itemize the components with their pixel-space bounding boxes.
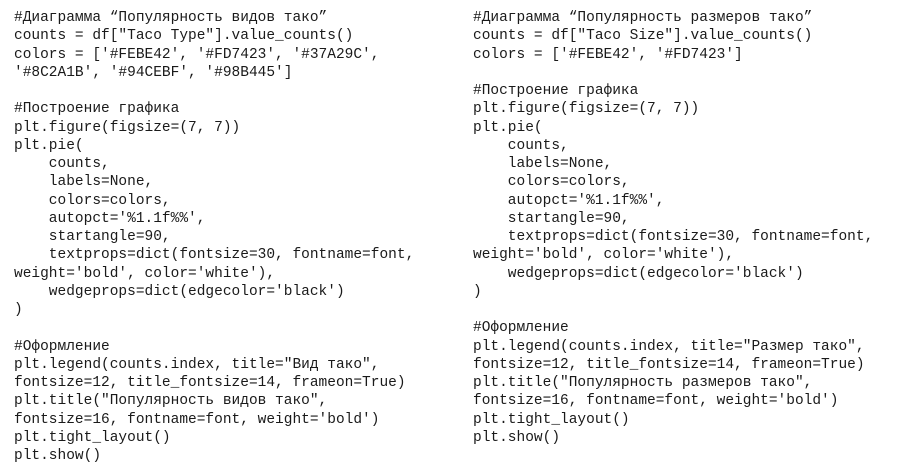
code-line: startangle=90, — [473, 210, 630, 227]
code-line: plt.pie( — [473, 119, 543, 136]
code-line: '#8C2A1B', '#94CEBF', '#98B445'] — [14, 64, 293, 81]
code-line: plt.legend(counts.index, title="Размер т… — [473, 338, 865, 355]
code-line: ) — [14, 302, 23, 318]
code-line: counts = df["Taco Size"].value_counts() — [473, 28, 813, 45]
code-line: startangle=90, — [14, 229, 171, 245]
code-line: plt.figure(figsize=(7, 7)) — [473, 101, 700, 118]
code-line: textprops=dict(fontsize=30, fontname=fon… — [473, 229, 874, 245]
code-line — [14, 319, 414, 337]
code-line: #Построение графика — [473, 83, 639, 99]
code-line — [473, 64, 873, 82]
code-line: textprops=dict(fontsize=30, fontname=fon… — [14, 247, 415, 264]
code-line: labels=None, — [14, 174, 154, 191]
code-line: #Построение графика — [14, 101, 180, 118]
code-line: counts, — [14, 156, 110, 172]
code-line: weight='bold', color='white'), — [473, 247, 735, 264]
code-line: colors = ['#FEBE42', '#FD7423', '#37A29C… — [14, 46, 380, 63]
code-line: #Диаграмма “Популярность видов тако” — [14, 10, 328, 26]
code-line: plt.tight_layout() — [473, 411, 630, 428]
code-line: weight='bold', color='white'), — [14, 265, 276, 282]
code-line: plt.title("Популярность видов тако", — [14, 393, 328, 410]
code-line: #Оформление — [473, 320, 569, 337]
code-line: wedgeprops=dict(edgecolor='black') — [14, 283, 345, 300]
code-line: #Диаграмма “Популярность размеров тако” — [473, 10, 813, 26]
code-line: counts, — [473, 137, 569, 154]
code-block-taco-size: #Диаграмма “Популярность размеров тако” c… — [473, 9, 873, 447]
code-line: plt.show() — [473, 429, 561, 446]
code-line: fontsize=12, title_fontsize=14, frameon=… — [473, 356, 865, 373]
code-line: plt.show() — [14, 448, 102, 464]
code-line: #Оформление — [14, 338, 110, 355]
code-line: plt.title("Популярность размеров тако", — [473, 375, 813, 391]
code-line — [473, 301, 873, 319]
code-line: fontsize=12, title_fontsize=14, frameon=… — [14, 375, 406, 391]
code-line: labels=None, — [473, 156, 613, 172]
code-line: counts = df["Taco Type"].value_counts() — [14, 28, 354, 45]
code-line: fontsize=16, fontname=font, weight='bold… — [473, 393, 839, 410]
code-line: wedgeprops=dict(edgecolor='black') — [473, 265, 804, 282]
code-line: colors = ['#FEBE42', '#FD7423'] — [473, 46, 743, 63]
code-line: plt.figure(figsize=(7, 7)) — [14, 119, 241, 136]
code-line: colors=colors, — [14, 192, 171, 209]
code-line: plt.tight_layout() — [14, 429, 171, 446]
code-line: ) — [473, 283, 482, 300]
code-line: colors=colors, — [473, 174, 630, 191]
code-line: plt.legend(counts.index, title="Вид тако… — [14, 356, 380, 373]
code-line: plt.pie( — [14, 137, 84, 154]
code-line: fontsize=16, fontname=font, weight='bold… — [14, 411, 380, 428]
code-line — [14, 82, 414, 100]
code-block-taco-type: #Диаграмма “Популярность видов тако” coun… — [14, 9, 414, 465]
code-line: autopct='%1.1f%%', — [473, 192, 665, 209]
code-line: autopct='%1.1f%%', — [14, 210, 206, 227]
